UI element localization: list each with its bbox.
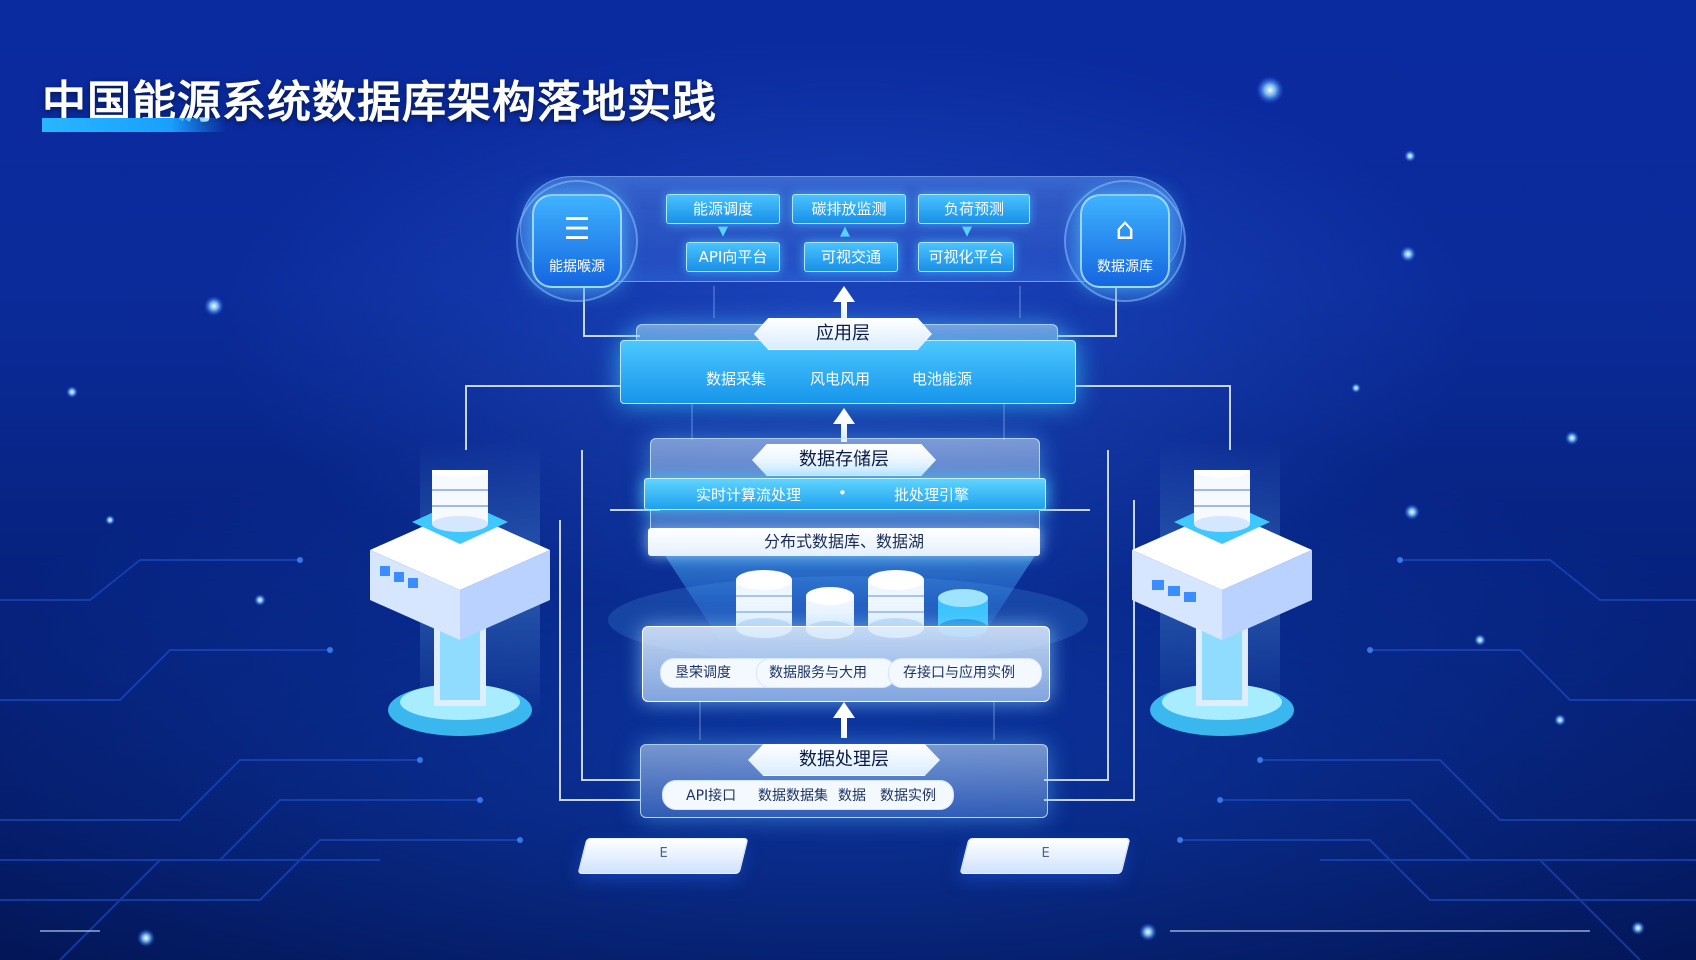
app-item-battery-energy[interactable]: 电池能源 (912, 370, 973, 388)
chip-energy-dispatch[interactable]: 能源调度 (666, 194, 780, 224)
left-source-cylinder[interactable]: ☰ 能据喉源 (532, 194, 622, 288)
processing-item-dataset[interactable]: 数据数据集 (758, 788, 828, 804)
compute-engines-strip (644, 478, 1046, 510)
right-source-label: 数据源库 (1097, 259, 1153, 275)
bottom-frame-line-right (1170, 930, 1590, 932)
flow-arrow-stem (841, 422, 847, 442)
right-source-cylinder[interactable]: ⌂ 数据源库 (1080, 194, 1170, 288)
flow-arrow-stem (841, 300, 847, 322)
flow-arrow-icon (833, 286, 855, 302)
separator-dot: • (838, 484, 847, 502)
database-cylinder-icon (868, 570, 924, 638)
app-item-wind-power[interactable]: 风电风用 (810, 370, 871, 388)
storage-layer-label: 数据存储层 (752, 444, 936, 476)
flow-arrow-icon (833, 408, 855, 424)
utility-pill-data-service[interactable]: 数据服务与大用 (756, 658, 896, 688)
batch-engine[interactable]: 批处理引擎 (894, 486, 970, 504)
left-source-label: 能据喉源 (549, 259, 605, 275)
processing-pill-row (662, 780, 954, 810)
processing-item-data[interactable]: 数据 (838, 788, 866, 804)
flow-arrow-icon (833, 702, 855, 718)
processing-item-api[interactable]: API接口 (686, 788, 737, 804)
down-triangle-icon: ▲ (840, 224, 850, 239)
bottom-frame-line-left (40, 930, 100, 932)
distributed-store-strip[interactable]: 分布式数据库、数据湖 (648, 528, 1040, 556)
chart-house-icon: ⌂ (1115, 212, 1135, 247)
right-data-center-building (1132, 470, 1312, 736)
app-item-data-collection[interactable]: 数据采集 (706, 370, 767, 388)
bottom-right-slab[interactable]: E (959, 838, 1131, 874)
processing-item-instance[interactable]: 数据实例 (880, 788, 936, 804)
chip-api-platform[interactable]: API向平台 (686, 242, 780, 272)
chip-carbon-monitoring[interactable]: 碳排放监测 (792, 194, 906, 224)
utility-pill-interface[interactable]: 存接口与应用实例 (888, 658, 1042, 688)
processing-layer-label: 数据处理层 (748, 744, 940, 776)
down-triangle-icon: ▼ (962, 224, 972, 239)
title-accent-bar (42, 118, 226, 132)
bottom-left-slab-label: E (659, 846, 668, 861)
bottom-right-slab-label: E (1041, 846, 1050, 861)
flow-arrow-stem (841, 716, 847, 738)
realtime-compute-engine[interactable]: 实时计算流处理 (696, 486, 802, 504)
chip-visual-platform[interactable]: 可视化平台 (918, 242, 1014, 272)
chip-visual-traffic[interactable]: 可视交通 (804, 242, 898, 272)
chip-load-forecast[interactable]: 负荷预测 (918, 194, 1030, 224)
bottom-left-slab[interactable]: E (577, 838, 749, 874)
down-triangle-icon: ▼ (718, 224, 728, 239)
left-data-center-building (370, 470, 550, 736)
application-layer-label: 应用层 (754, 318, 932, 350)
database-rack-icon: ☰ (563, 212, 591, 247)
